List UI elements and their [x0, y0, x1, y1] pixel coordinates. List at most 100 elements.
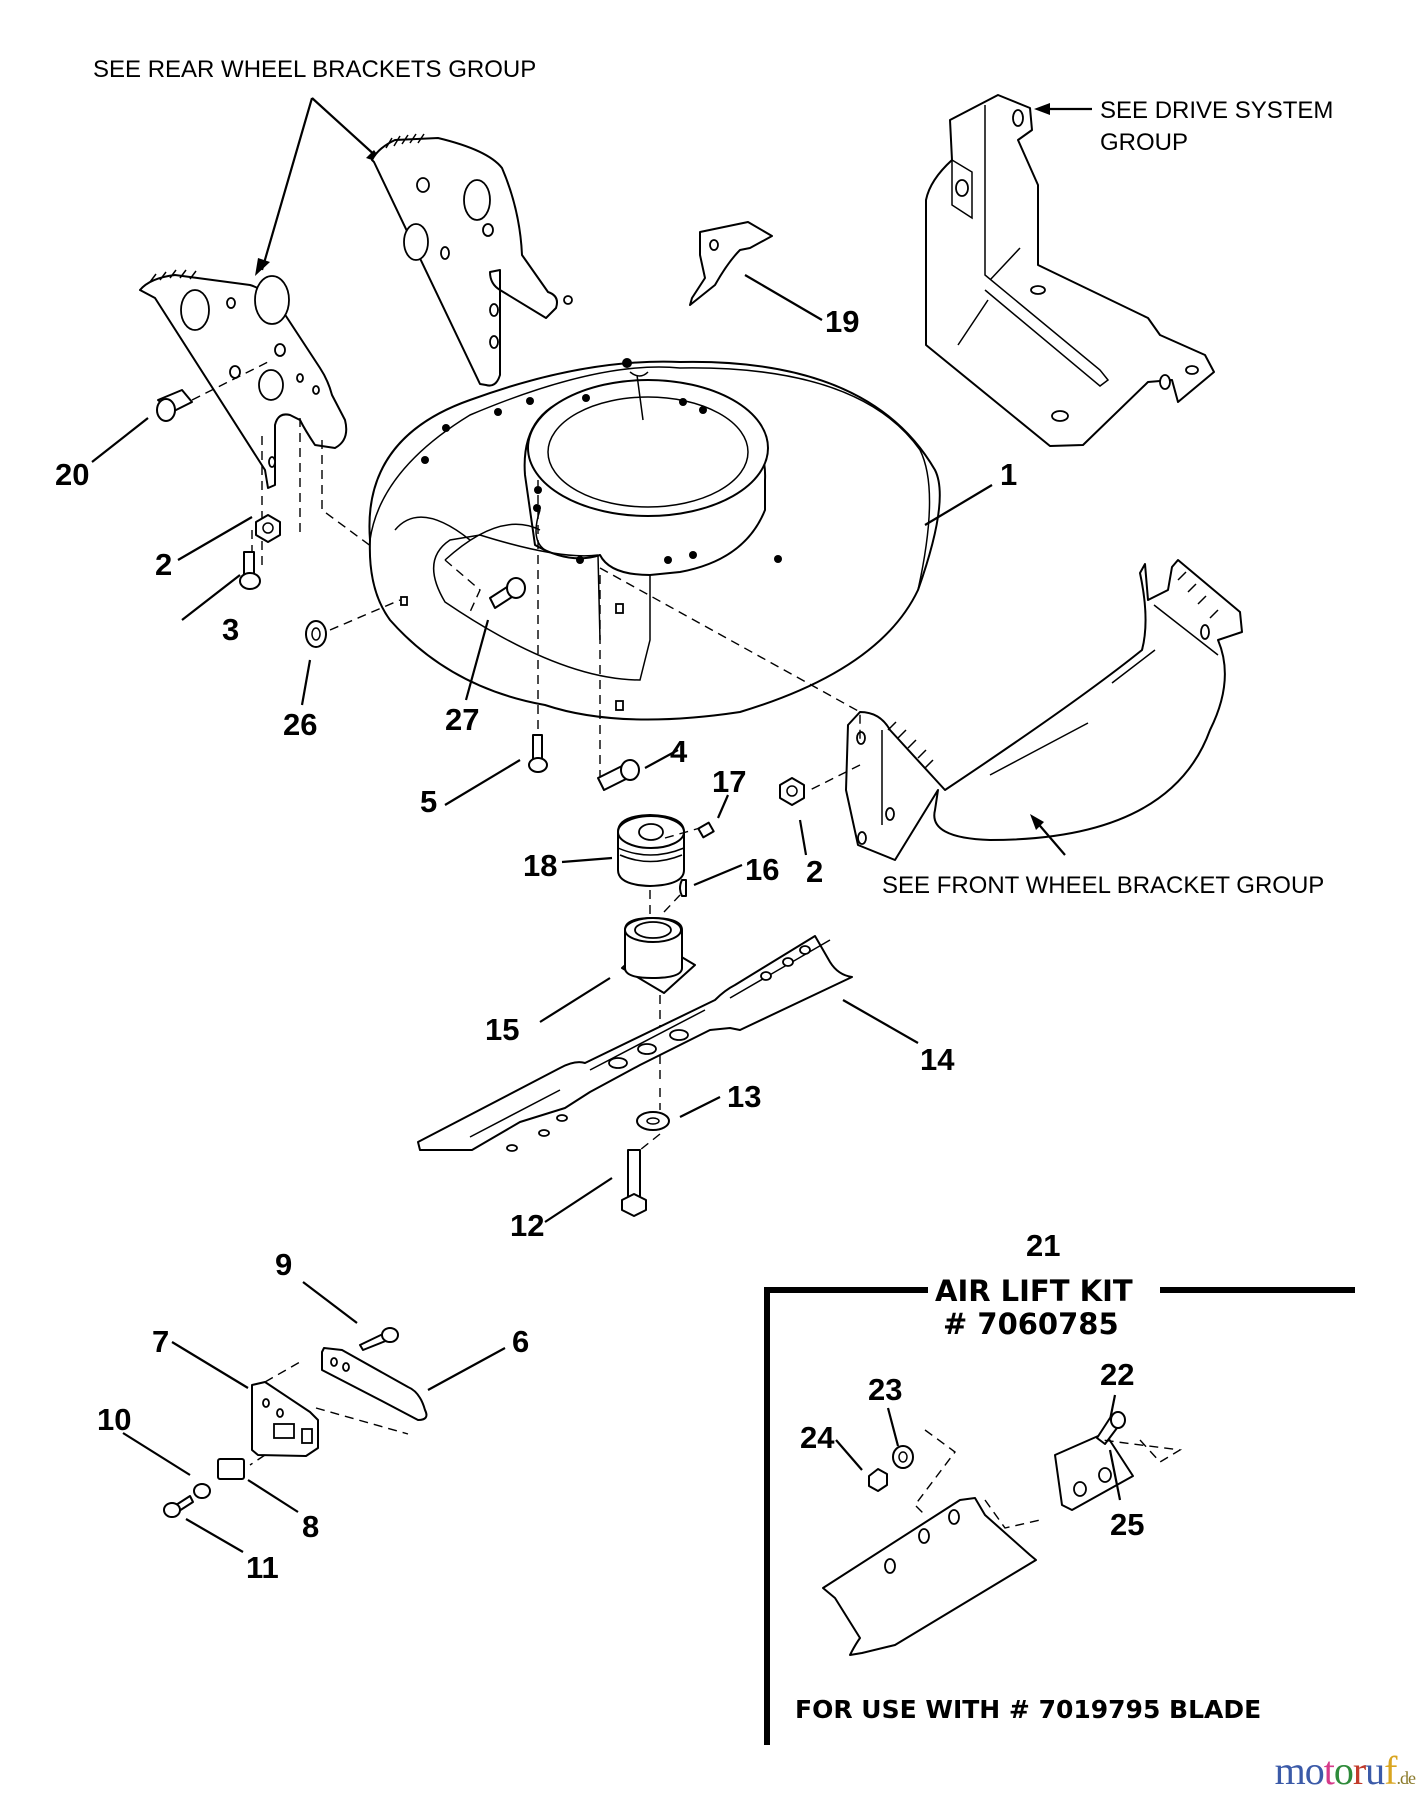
part-24-nut — [868, 1468, 888, 1492]
front-bracket-arrow — [1030, 814, 1066, 856]
leader-6 — [427, 1347, 506, 1391]
part-label-22: 22 — [1100, 1357, 1134, 1392]
leader-26 — [300, 659, 312, 706]
watermark-letter: o — [1304, 1748, 1325, 1793]
part-label-26: 26 — [283, 707, 317, 742]
part-4-screw — [597, 759, 640, 791]
dash-26 — [329, 599, 401, 631]
part-label-20: 20 — [55, 457, 89, 492]
leader-1 — [924, 484, 993, 526]
dash-16 — [649, 890, 681, 915]
dash-23 — [914, 1429, 956, 1516]
rear-wheel-bracket-front — [139, 269, 348, 489]
dash-front-bracket — [599, 567, 861, 740]
part-11-screw — [163, 1495, 194, 1518]
leader-11 — [185, 1518, 244, 1553]
watermark-logo: motoruf.de — [1275, 1747, 1416, 1794]
part-label-5: 5 — [420, 784, 437, 819]
leader-4 — [644, 749, 679, 769]
watermark-suffix: .de — [1396, 1768, 1416, 1788]
drive-system-bracket — [925, 94, 1215, 447]
part-label-16: 16 — [745, 852, 779, 887]
leader-15 — [539, 977, 611, 1023]
leader-19 — [744, 274, 823, 321]
watermark-letter: u — [1365, 1748, 1385, 1793]
watermark-letter: o — [1333, 1748, 1354, 1793]
leader-7 — [171, 1341, 249, 1389]
watermark-letter: r — [1352, 1748, 1366, 1793]
air-lift-kit-number: # 7060785 — [943, 1307, 1119, 1341]
leader-2a — [177, 516, 253, 561]
part-5-screw — [528, 734, 548, 773]
part-label-12: 12 — [510, 1208, 544, 1243]
part-label-21: 21 — [1026, 1228, 1060, 1263]
part-25-bolt — [1096, 1411, 1126, 1445]
part-13-washer — [636, 1111, 670, 1131]
rear-wheel-bracket-back — [371, 133, 573, 387]
watermark-letter: f — [1384, 1748, 1397, 1793]
part-6-baffle — [321, 1347, 428, 1421]
part-label-11: 11 — [246, 1550, 279, 1585]
part-14-blade — [417, 935, 853, 1152]
part-label-15: 15 — [485, 1012, 519, 1047]
part-label-14: 14 — [920, 1042, 955, 1077]
leader-27 — [464, 619, 490, 701]
part-16-key — [679, 879, 687, 897]
leader-24 — [835, 1439, 863, 1471]
leader-23 — [886, 1407, 900, 1447]
part-23-lock-washer — [892, 1445, 914, 1469]
drive-system-arrow — [1034, 103, 1092, 115]
leader-25 — [1108, 1449, 1122, 1501]
part-17-set-screw — [697, 821, 715, 839]
part-label-8: 8 — [302, 1509, 319, 1544]
part-8-clip — [217, 1458, 245, 1480]
drive-system-callout-line2: GROUP — [1100, 129, 1188, 156]
dash-nut-2b — [809, 764, 861, 791]
watermark-letter: t — [1323, 1748, 1335, 1793]
part-18-pulley — [617, 814, 685, 887]
part-label-3: 3 — [222, 612, 239, 647]
part-label-17: 17 — [712, 764, 746, 799]
dash-27 — [444, 559, 481, 613]
air-lift-blade-tip — [822, 1497, 1037, 1656]
dash-blade-fin — [984, 1499, 1041, 1529]
leader-5 — [444, 759, 521, 806]
front-wheel-bracket — [845, 559, 1243, 861]
dash-6-7 — [249, 1361, 409, 1466]
part-27-bolt — [489, 577, 526, 609]
part-19-clip — [689, 221, 773, 306]
leader-14 — [842, 999, 919, 1044]
part-label-1: 1 — [1000, 457, 1017, 492]
leader-10 — [122, 1432, 191, 1476]
leader-16 — [693, 863, 743, 887]
part-10-washer — [193, 1483, 211, 1499]
dash-25 — [1101, 1439, 1183, 1463]
air-lift-kit-note: FOR USE WITH # 7019795 BLADE — [795, 1695, 1261, 1724]
dash-17 — [664, 827, 701, 839]
leader-20 — [91, 417, 149, 463]
leader-2b — [798, 819, 808, 856]
dash-12 — [639, 1133, 661, 1151]
part-label-6: 6 — [512, 1324, 529, 1359]
leader-12 — [544, 1177, 613, 1223]
part-2-nut-left — [255, 514, 281, 543]
part-15-blade-adapter — [621, 917, 696, 994]
leader-3 — [181, 574, 241, 621]
leader-9 — [302, 1281, 358, 1324]
deck-housing — [368, 358, 941, 721]
part-label-10: 10 — [97, 1402, 131, 1437]
part-20-bolt — [156, 389, 193, 422]
part-2-nut-right — [779, 777, 805, 806]
part-label-13: 13 — [727, 1079, 761, 1114]
part-7-bracket — [251, 1381, 319, 1457]
part-22-air-lift-fin — [1054, 1432, 1134, 1511]
leader-18 — [561, 856, 613, 864]
leader-8 — [247, 1479, 299, 1513]
part-label-24: 24 — [800, 1420, 835, 1455]
air-lift-kit-frame — [764, 1287, 1355, 1745]
rear-wheel-brackets-callout: SEE REAR WHEEL BRACKETS GROUP — [93, 56, 536, 83]
leader-13 — [679, 1096, 721, 1118]
drive-system-callout-line1: SEE DRIVE SYSTEM — [1100, 97, 1333, 124]
part-label-2a: 2 — [155, 547, 172, 582]
